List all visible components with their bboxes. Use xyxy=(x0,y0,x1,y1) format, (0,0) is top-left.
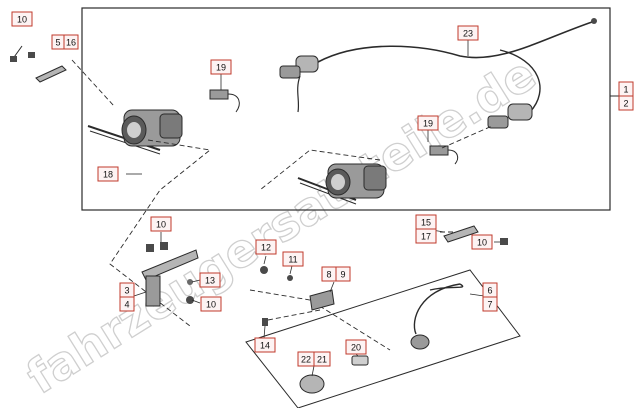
callout-6: 6 xyxy=(482,282,498,298)
svg-text:10: 10 xyxy=(477,238,487,248)
callout-10-bracket: 10 xyxy=(150,216,172,232)
svg-text:11: 11 xyxy=(288,255,297,265)
watermark: fahrzeugersatzteile.de xyxy=(17,47,545,405)
svg-text:17: 17 xyxy=(421,232,431,242)
assembly-guides xyxy=(71,59,493,351)
wiring-harness xyxy=(317,21,593,63)
svg-text:19: 19 xyxy=(423,119,433,129)
indicator-lamp xyxy=(410,283,464,350)
callout-20: 20 xyxy=(345,339,367,355)
mounting-bracket xyxy=(141,242,199,307)
mounting-plate-right xyxy=(443,225,508,245)
svg-text:9: 9 xyxy=(340,270,345,280)
callout-9: 9 xyxy=(335,266,351,282)
callout-13: 13 xyxy=(199,272,221,288)
callout-7: 7 xyxy=(482,296,498,312)
svg-text:18: 18 xyxy=(103,170,113,180)
callout-22: 22 xyxy=(297,351,315,367)
callout-3: 3 xyxy=(119,282,135,298)
bulb-socket-right xyxy=(427,136,459,165)
callout-14: 14 xyxy=(254,337,276,353)
fog-lamp-left xyxy=(87,109,183,155)
callout-15: 15 xyxy=(415,214,437,230)
callout-4: 4 xyxy=(119,296,135,312)
lens-cap xyxy=(299,374,325,394)
screw-set-top-left xyxy=(10,45,67,83)
callout-5: 5 xyxy=(51,34,65,50)
svg-text:15: 15 xyxy=(421,218,431,228)
callout-19-left: 19 xyxy=(210,59,232,75)
bulb-socket-left xyxy=(209,80,240,113)
callout-21: 21 xyxy=(313,351,331,367)
callout-17: 17 xyxy=(415,228,437,244)
indicator-subframe xyxy=(245,269,521,408)
svg-text:7: 7 xyxy=(487,300,492,310)
callout-10-right: 10 xyxy=(471,234,493,250)
svg-text:16: 16 xyxy=(66,38,76,48)
callout-12: 12 xyxy=(255,239,277,255)
svg-text:10: 10 xyxy=(206,300,216,310)
svg-text:10: 10 xyxy=(156,220,166,230)
svg-text:12: 12 xyxy=(261,243,271,253)
bulb xyxy=(351,355,369,366)
svg-text:20: 20 xyxy=(351,343,361,353)
connector-right xyxy=(487,103,533,129)
svg-text:19: 19 xyxy=(216,63,226,73)
fog-lamp-right xyxy=(297,163,387,205)
harness-lead xyxy=(297,75,301,113)
svg-text:14: 14 xyxy=(260,341,270,351)
svg-text:1: 1 xyxy=(623,85,628,95)
svg-text:10: 10 xyxy=(17,15,27,25)
svg-text:3: 3 xyxy=(124,286,129,296)
relay-part xyxy=(309,289,335,311)
svg-text:6: 6 xyxy=(487,286,492,296)
svg-text:22: 22 xyxy=(301,355,311,365)
callout-10-top-left: 10 xyxy=(11,11,33,27)
callout-19-right: 19 xyxy=(417,115,439,131)
nut-parts xyxy=(186,266,293,326)
svg-text:5: 5 xyxy=(55,38,60,48)
callout-1: 1 xyxy=(618,81,634,97)
callout-10-lower: 10 xyxy=(200,296,222,312)
leader-lines xyxy=(126,40,500,377)
callout-18: 18 xyxy=(97,166,119,182)
svg-text:13: 13 xyxy=(205,276,215,286)
callout-16: 16 xyxy=(63,34,79,50)
svg-text:2: 2 xyxy=(623,99,628,109)
callout-2: 2 xyxy=(618,95,634,111)
harness-end-connector xyxy=(591,18,597,24)
svg-text:23: 23 xyxy=(463,29,473,39)
svg-text:4: 4 xyxy=(124,300,129,310)
connector-left xyxy=(279,55,319,79)
callout-8: 8 xyxy=(321,266,337,282)
svg-text:21: 21 xyxy=(317,355,327,365)
callout-11: 11 xyxy=(282,251,304,267)
assembly-frame xyxy=(81,7,611,211)
callout-23: 23 xyxy=(457,25,479,41)
svg-text:8: 8 xyxy=(326,270,331,280)
wiring-harness-branch xyxy=(499,49,541,113)
